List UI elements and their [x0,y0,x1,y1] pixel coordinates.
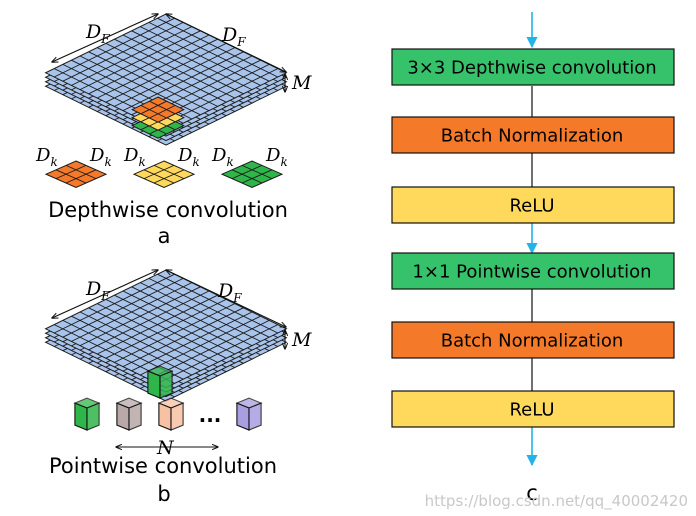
flow-block-label: 3×3 Depthwise convolution [407,58,656,79]
dim-markers-a [52,14,286,92]
dim-label-m-b: M [291,329,312,351]
flow-block-2-relu: ReLU [391,186,675,224]
panel-a-depthwise: DF DF M Dk Dk Dk Dk Dk Dk Depthwise convoluti… [35,14,312,248]
cube-lavender [235,397,263,431]
flow-block-1-bn: Batch Normalization [391,116,675,154]
panel-letter-b: b [157,482,170,506]
kernel-yellow [132,160,196,188]
flow-block-0-depthwise: 3×3 Depthwise convolution [391,48,675,86]
cube-on-map [146,365,174,399]
cube-green [73,397,101,431]
caption-depthwise: Depthwise convolution [48,198,288,222]
kernel-green [220,160,284,188]
kernel-orange [44,160,108,188]
pointwise-kernels-row [73,397,263,431]
dim-label-df-right-a: DF [221,24,246,49]
kernel-labels-a: Dk Dk Dk Dk Dk Dk [35,145,288,169]
cube-peach [157,397,185,431]
panel-letter-c: c [526,481,538,505]
flow-block-5-relu: ReLU [391,390,675,428]
flow-block-label: Batch Normalization [441,126,624,147]
kernels-row-a [44,160,284,188]
flow-block-label: ReLU [509,400,554,421]
dim-markers-b [52,270,286,447]
flow-block-label: Batch Normalization [441,331,624,352]
caption-pointwise: Pointwise convolution [49,454,277,478]
panel-b-pointwise: DF DF M ... N Pointwise convolution b [44,270,312,506]
flow-block-4-bn: Batch Normalization [391,321,675,359]
panel-letter-a: a [158,224,171,248]
dim-label-df-right-b: DF [217,280,242,305]
kernel-ellipsis: ... [199,403,222,427]
kernel-stack-a [131,96,185,139]
dim-label-df-left-a: DF [85,21,110,46]
kernel-dim-label-3: Dk [177,145,200,169]
flow-block-label: 1×1 Pointwise convolution [412,262,651,283]
kernel-dim-label-0: Dk [35,145,58,169]
pointwise-kernel-on-map [146,365,174,399]
flow-block-label: ReLU [509,196,554,217]
cube-gray [115,397,143,431]
kernel-stack-layer-2 [131,96,185,123]
kernel-dim-label-1: Dk [89,145,112,169]
dim-label-n: N [156,437,175,459]
dim-label-m-a: M [291,72,312,94]
watermark: https://blog.csdn.net/qq_40002420 [425,492,688,511]
flow-block-3-depthwise: 1×1 Pointwise convolution [391,252,675,290]
kernel-dim-label-2: Dk [123,145,146,169]
dim-label-df-left-b: DF [85,278,110,303]
kernel-dim-label-4: Dk [211,145,234,169]
kernel-dim-label-5: Dk [265,145,288,169]
